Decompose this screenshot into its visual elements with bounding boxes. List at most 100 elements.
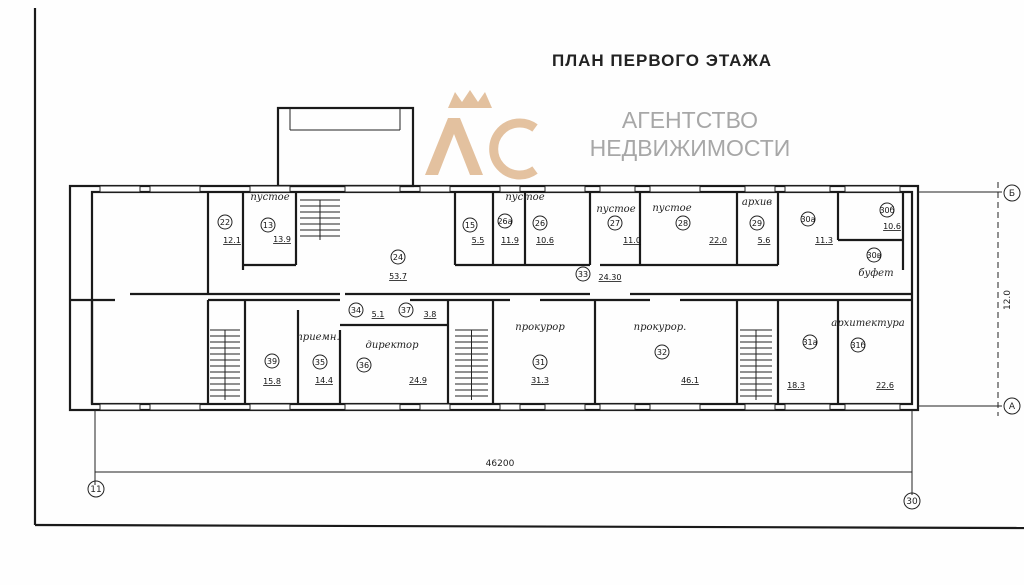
axis-marker-bottom	[1003, 397, 1021, 415]
room-number: 28	[678, 219, 688, 228]
entrance-porch	[276, 106, 415, 188]
room-area: 14.4	[315, 376, 333, 385]
room-number: 32	[657, 348, 667, 357]
room-area: 11.3	[815, 236, 833, 245]
window	[99, 185, 141, 193]
room-number: 27	[610, 219, 620, 228]
window	[744, 185, 776, 193]
window	[649, 185, 701, 193]
window	[599, 185, 636, 193]
window	[249, 185, 291, 193]
room-31б: 31б 22.6 архитектура	[831, 318, 905, 390]
room-number: 37	[401, 306, 411, 315]
room-number-circle	[264, 353, 280, 369]
room-number: 35	[315, 358, 325, 367]
room-note: пустое	[505, 192, 544, 203]
room-number-circle	[462, 217, 478, 233]
room-number-circle	[532, 354, 548, 370]
room-number-circle	[654, 344, 670, 360]
window	[99, 403, 141, 411]
window	[499, 403, 521, 411]
window	[344, 403, 401, 411]
room-number-circle	[866, 247, 882, 263]
room-number-circle	[356, 357, 372, 373]
watermark-line2: НЕДВИЖИМОСТИ	[590, 135, 791, 161]
room-number-circle	[675, 215, 691, 231]
room-number: 36	[359, 361, 369, 370]
room-note: пустое	[250, 192, 289, 203]
axis-marker-top	[1003, 184, 1021, 202]
room-labels: 2212.11313.9пустое155.526а11.92610.6пуст…	[217, 192, 905, 390]
room-area: 5.5	[472, 236, 485, 245]
room-area: 24.30	[599, 273, 622, 282]
room-area: 5.6	[758, 236, 771, 245]
room-area: 5.1	[372, 310, 385, 319]
room-area: 18.3	[787, 381, 805, 390]
sheet-border-bottom	[34, 523, 1024, 530]
room-note: пустое	[652, 203, 691, 214]
room-number: 15	[465, 221, 475, 230]
room-note: прокурор	[515, 322, 565, 333]
room-number: 30б	[879, 206, 894, 215]
axis-marker-left	[87, 480, 105, 498]
room-number-circle	[390, 249, 406, 265]
room-note: архитектура	[831, 318, 905, 329]
room-number: 22	[220, 218, 230, 227]
room-note: пустое	[596, 204, 635, 215]
room-area: 22.6	[876, 381, 894, 390]
corridor-walls	[70, 292, 912, 302]
room-22: 22 12.1	[217, 214, 241, 245]
watermark-logo	[425, 90, 538, 180]
room-number-circle	[607, 215, 623, 231]
room-number: 31а	[802, 338, 817, 347]
watermark-line1: АГЕНТСТВО	[622, 107, 758, 133]
windows	[99, 185, 901, 411]
room-area: 15.8	[263, 377, 281, 386]
window	[149, 403, 201, 411]
room-number: 30в	[867, 251, 882, 260]
room-note: прокурор.	[634, 322, 687, 333]
width-dimension: 12.0	[1003, 290, 1013, 310]
room-number-circle	[800, 211, 816, 227]
room-number-circle	[850, 337, 866, 353]
axis-label-top: Б	[1009, 189, 1015, 199]
room-number: 34	[351, 306, 361, 315]
room-area: 12.1	[223, 236, 241, 245]
room-number: 39	[267, 357, 277, 366]
room-area: 24.9	[409, 376, 427, 385]
window	[544, 185, 586, 193]
axis-marker-right	[903, 492, 921, 510]
window	[149, 185, 201, 193]
room-number-circle	[879, 202, 895, 218]
window	[844, 185, 901, 193]
window	[784, 185, 831, 193]
window	[744, 403, 776, 411]
room-39: 39 15.8	[263, 353, 281, 386]
room-number: 26	[535, 219, 545, 228]
room-area: 11.9	[501, 236, 519, 245]
dimension-lines	[87, 182, 1021, 510]
plan-title: ПЛАН ПЕРВОГО ЭТАЖА	[552, 51, 772, 70]
window	[344, 185, 401, 193]
window	[249, 403, 291, 411]
axis-label-bottom: А	[1009, 402, 1016, 412]
room-number-circle	[802, 334, 818, 350]
partitions	[90, 192, 905, 404]
window	[544, 403, 586, 411]
room-number-circle	[749, 215, 765, 231]
room-number: 31б	[850, 341, 865, 350]
room-number-circle	[497, 213, 513, 229]
staircase	[455, 329, 488, 400]
room-number-circle	[217, 214, 233, 230]
